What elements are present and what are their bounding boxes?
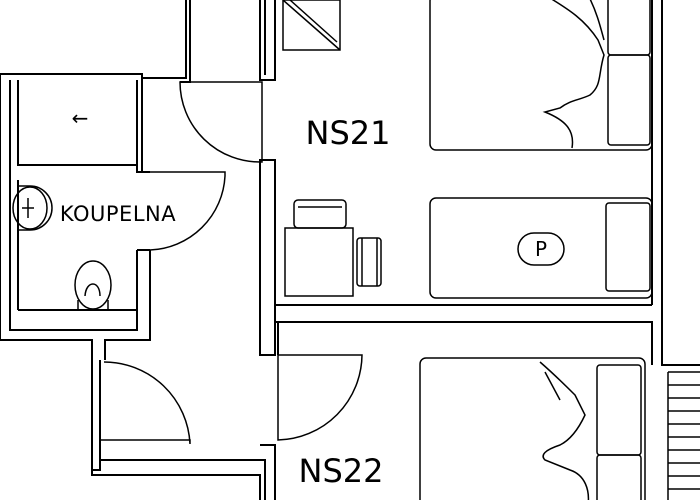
door-bathroom — [148, 171, 226, 251]
parking-marker: P — [517, 232, 565, 266]
stairs — [667, 371, 700, 500]
door-ns22 — [277, 354, 363, 441]
sink — [18, 185, 53, 231]
arrow-left-icon: ← — [72, 106, 89, 130]
chair — [356, 237, 382, 287]
room-label-ns22: NS22 — [299, 452, 384, 490]
parking-marker-label: P — [535, 237, 547, 261]
furniture-ns22 — [419, 357, 700, 500]
toilet — [74, 260, 112, 310]
bed-ns22 — [419, 357, 646, 500]
room-label-ns21: NS21 — [306, 114, 391, 152]
desk-item — [293, 199, 347, 229]
door-ns21 — [179, 81, 263, 163]
doors — [99, 81, 363, 445]
door-corridor — [99, 361, 191, 445]
bed-lower — [429, 197, 653, 299]
desk — [284, 227, 354, 297]
wardrobe — [282, 0, 341, 51]
furniture-bathroom — [12, 185, 112, 311]
room-label-bathroom: KOUPELNA — [60, 202, 176, 226]
furniture-ns21 — [282, 0, 653, 299]
bed-upper — [429, 0, 653, 151]
